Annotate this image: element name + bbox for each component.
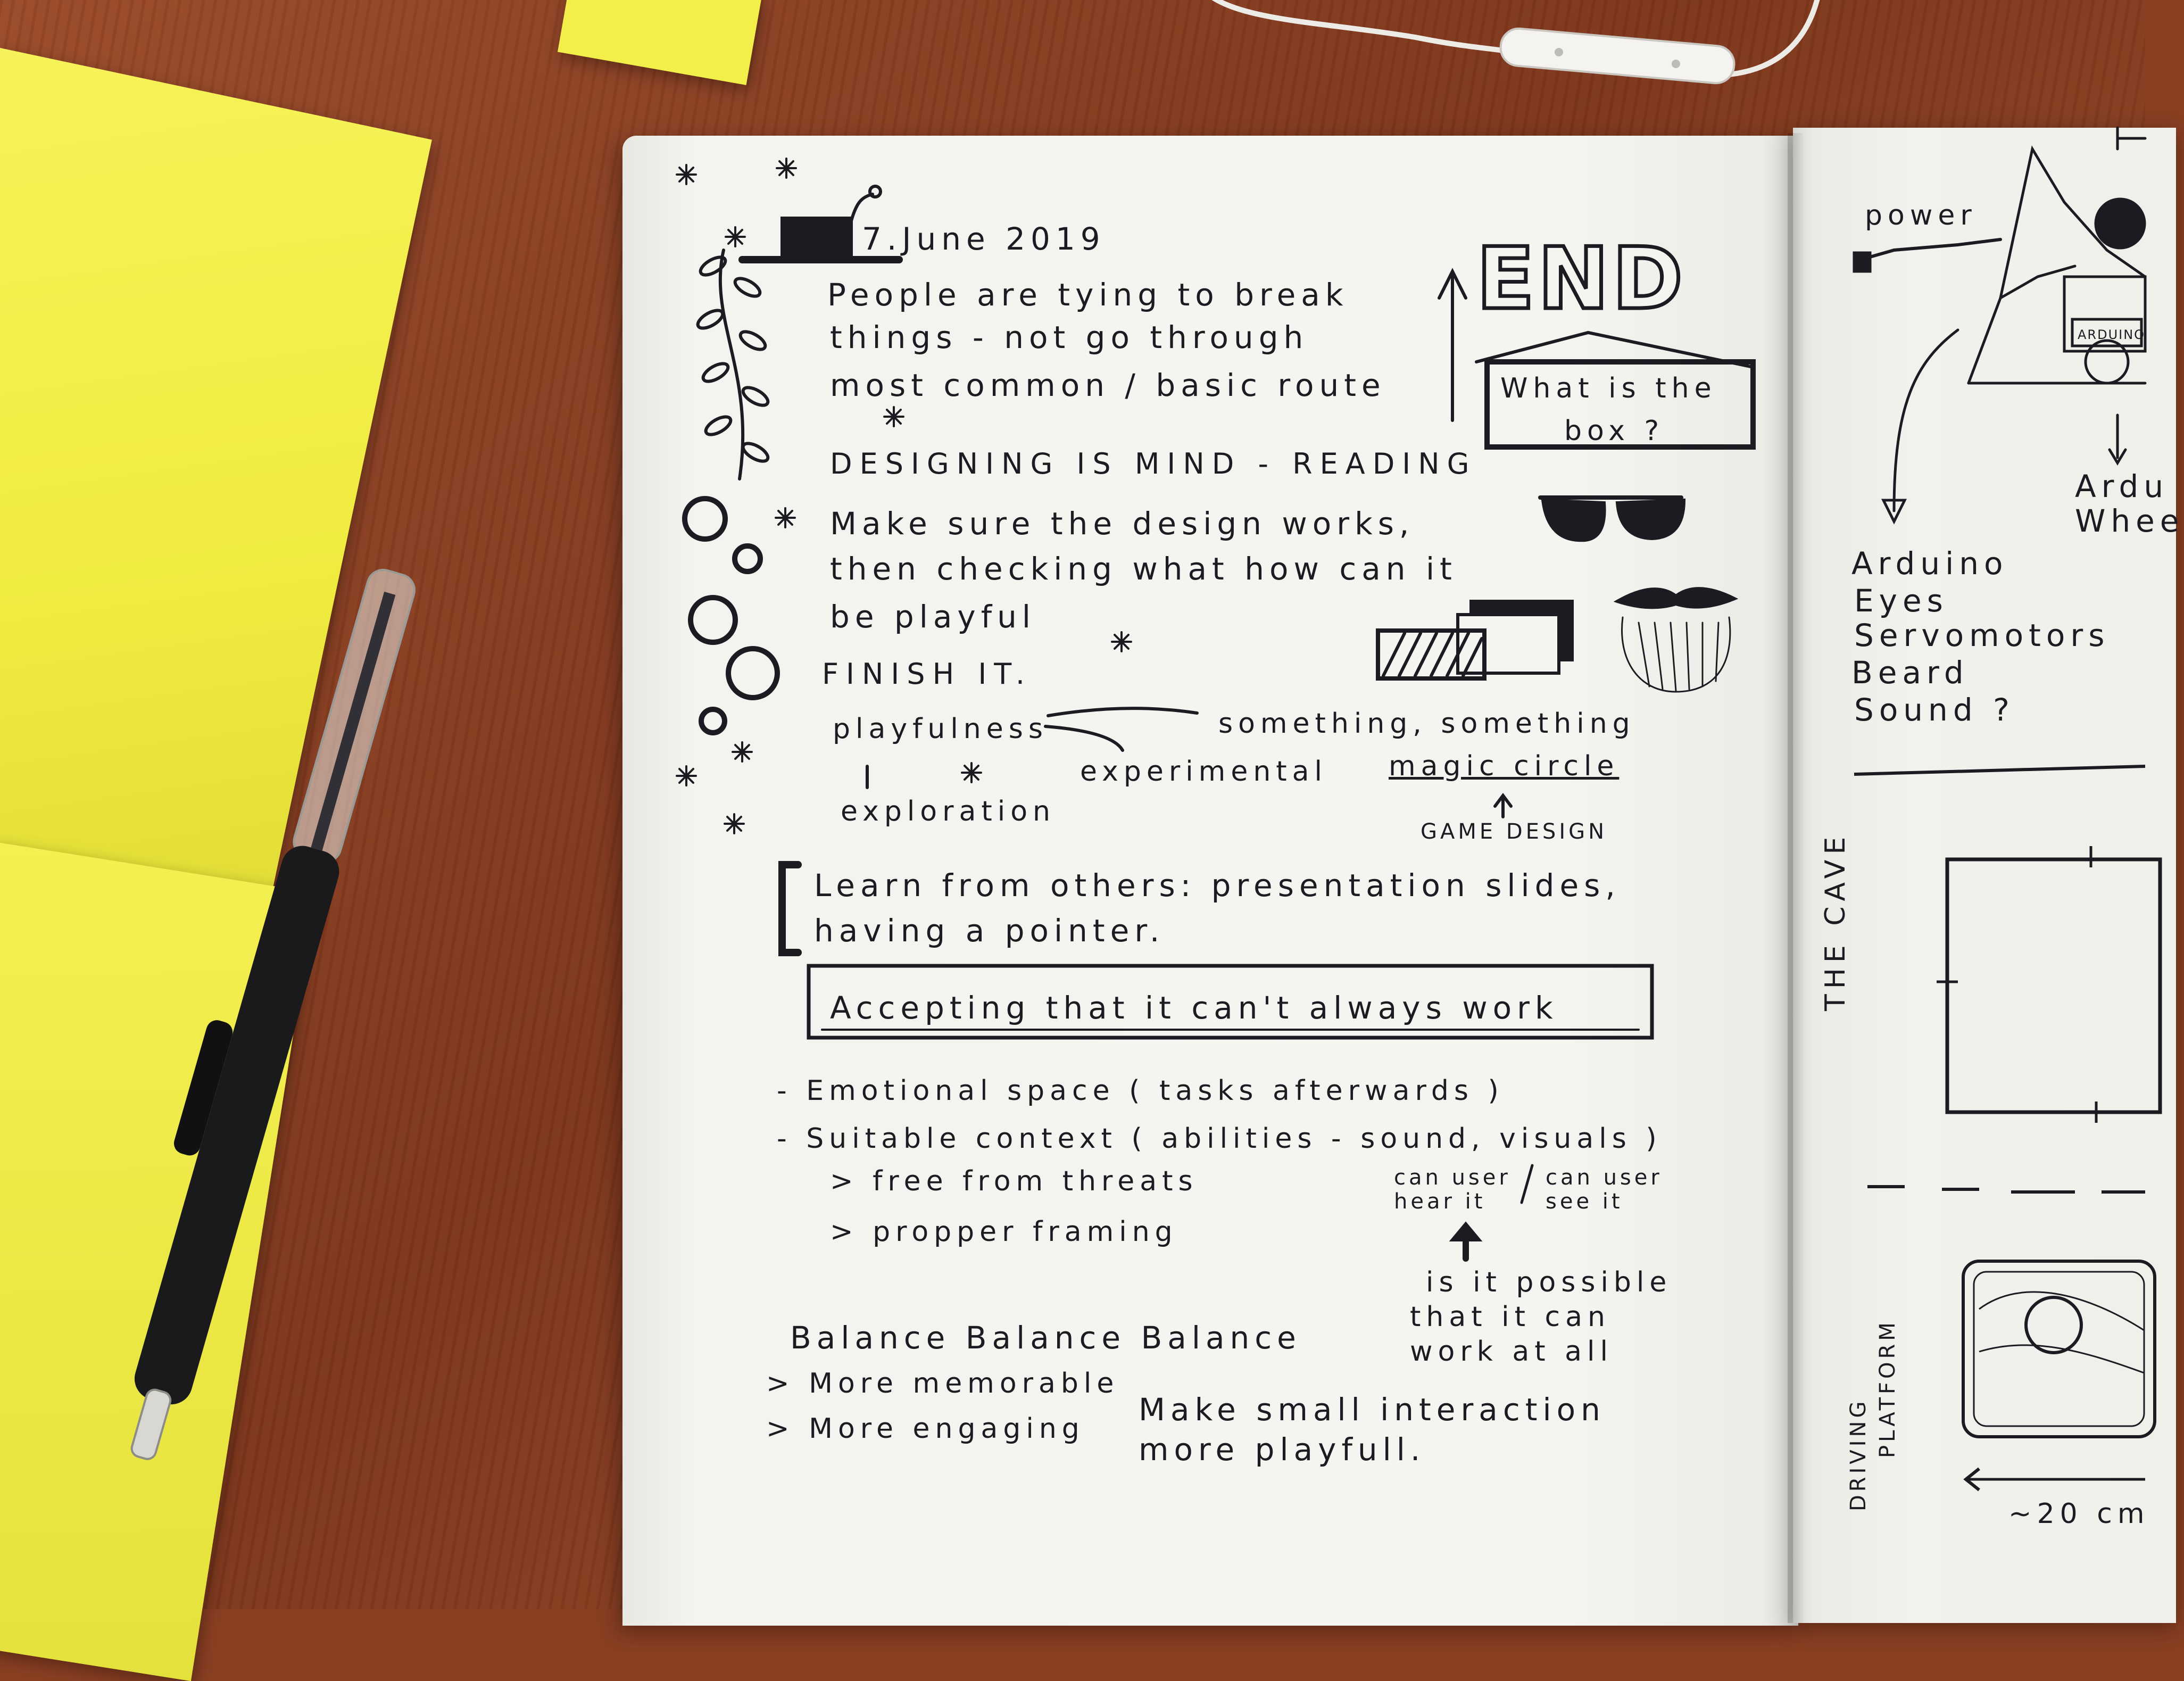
can-see-line-2: see it xyxy=(1546,1189,1623,1214)
pen-grip xyxy=(134,846,339,1405)
small-interaction-line-1: Make small interaction xyxy=(1139,1392,1606,1428)
can-hear-line-2: hear it xyxy=(1394,1189,1486,1214)
finish-it: FINISH IT. xyxy=(822,657,1033,691)
connector-line-2 xyxy=(1044,725,1124,752)
more-engaging: > More engaging xyxy=(766,1413,1085,1445)
cave-sketch xyxy=(1854,765,2162,1194)
note-2-line-2: then checking what how can it xyxy=(830,551,1457,587)
notebook-gutter xyxy=(1788,133,1804,1623)
notebook-left-page xyxy=(622,136,1798,1626)
component-servomotors: Servomotors xyxy=(1854,617,2110,653)
heading-mind-reading: DESIGNING IS MIND - READING xyxy=(830,447,1477,481)
learn-bracket xyxy=(778,861,802,956)
cards-drawing xyxy=(1376,600,1574,681)
possible-line-2: that it can xyxy=(1410,1301,1610,1333)
pen xyxy=(130,568,416,1460)
vine-drawing xyxy=(696,249,770,481)
beard-drawing xyxy=(1613,587,1739,693)
magic-circle: magic circle xyxy=(1389,750,1620,782)
note-2-line-3: be playful xyxy=(830,599,1036,635)
bubbles-drawing xyxy=(682,496,780,735)
end-title: END xyxy=(1474,227,1687,330)
can-hear-line-1: can user xyxy=(1394,1165,1511,1190)
box-question-line-2: box ? xyxy=(1564,415,1665,447)
list-item-1: - Emotional space ( tasks afterwards ) xyxy=(777,1075,1504,1107)
list-item-3: > free from threats xyxy=(830,1165,1198,1197)
size-label: ~20 cm xyxy=(2008,1498,2150,1530)
pen-clip xyxy=(173,1020,233,1156)
hat-drawing xyxy=(738,185,903,263)
sunglasses-drawing xyxy=(1538,495,1686,542)
earphone-cable xyxy=(1211,0,1820,85)
component-eyes: Eyes xyxy=(1854,583,1948,619)
arduino-wheels-line-2: Whee xyxy=(2075,503,2184,539)
driving-platform-sketch xyxy=(1962,1260,2156,1492)
experimental: experimental xyxy=(1080,756,1327,788)
game-design: GAME DESIGN xyxy=(1421,819,1608,844)
exploration: exploration xyxy=(841,796,1056,827)
accepting-banner: Accepting that it can't always work xyxy=(830,990,1558,1026)
arduino-wheels-line-1: Ardu xyxy=(2075,468,2169,504)
balance: Balance Balance Balance xyxy=(790,1320,1301,1356)
date: 7.June 2019 xyxy=(862,221,1106,257)
note-1-line-1: People are tying to break xyxy=(827,277,1349,313)
star-doodles xyxy=(676,158,1132,834)
notebook-right-page xyxy=(1793,128,2176,1623)
accepting-box xyxy=(807,964,1654,1040)
note-2-line-1: Make sure the design works, xyxy=(830,506,1415,542)
small-interaction-line-2: more playfull. xyxy=(1139,1431,1426,1468)
learn-line-2: having a pointer. xyxy=(814,913,1165,949)
component-arduino: Arduino xyxy=(1851,545,2008,582)
component-sound: Sound ? xyxy=(1854,692,2015,728)
box-drawing xyxy=(1484,359,1756,450)
possible-line-1: is it possible xyxy=(1426,1266,1672,1298)
something: something, something xyxy=(1218,708,1635,740)
learn-line-1: Learn from others: presentation slides, xyxy=(814,867,1621,904)
can-see-line-1: can user xyxy=(1546,1165,1663,1190)
component-beard: Beard xyxy=(1851,655,1969,691)
possible-line-3: work at all xyxy=(1410,1336,1613,1368)
box-lid xyxy=(1475,330,1755,369)
note-1-line-2: things - not go through xyxy=(830,319,1309,355)
connector-line xyxy=(1047,707,1199,717)
more-memorable: > More memorable xyxy=(766,1368,1119,1400)
robot-sketch xyxy=(1853,126,2147,525)
playfulness: playfulness xyxy=(833,713,1048,745)
power-label: power xyxy=(1865,200,1977,231)
note-1-line-3: most common / basic route xyxy=(830,367,1386,403)
list-item-2: - Suitable context ( abilities - sound, … xyxy=(777,1123,1662,1155)
list-item-4: > propper framing xyxy=(830,1216,1178,1248)
doodles-layer xyxy=(676,126,2162,1492)
box-question-line-1: What is the xyxy=(1500,372,1717,404)
earphone-remote xyxy=(1499,27,1735,85)
